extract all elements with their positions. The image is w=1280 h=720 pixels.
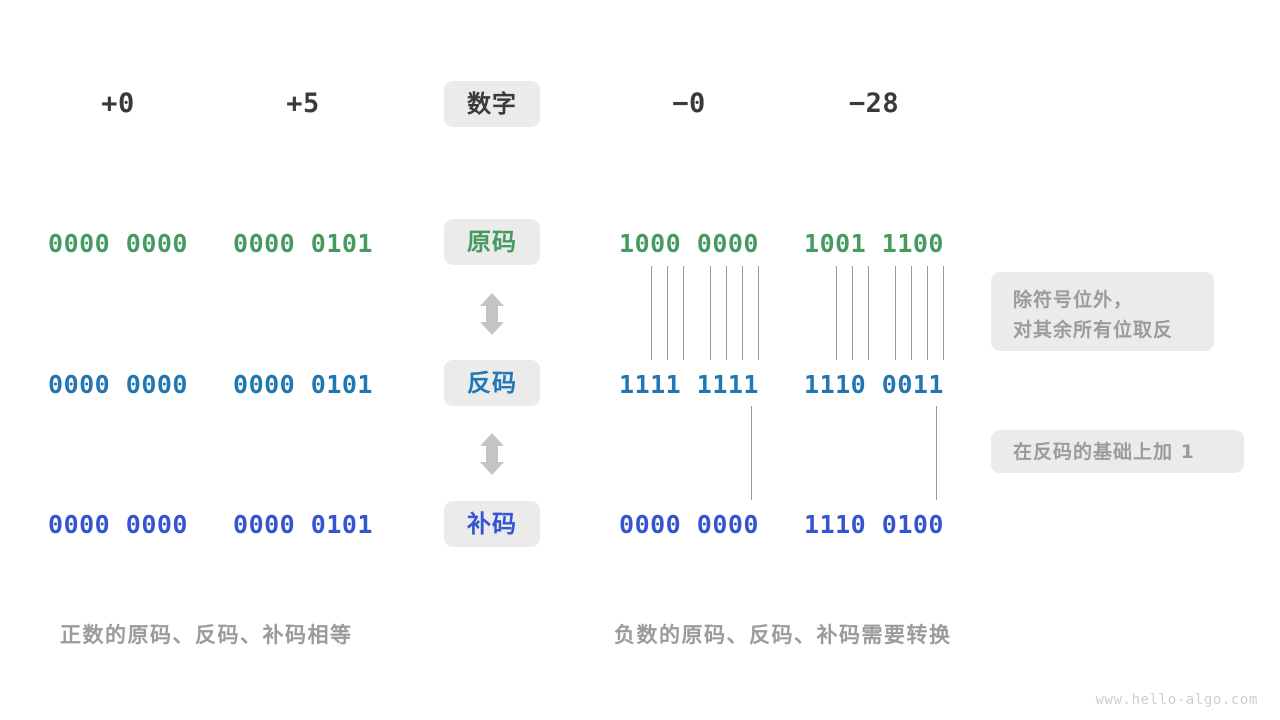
updown-arrow-icon bbox=[480, 293, 504, 335]
updown-arrow-fanma-buma bbox=[477, 431, 507, 477]
buma-value-plus-five: 0000 0101 bbox=[233, 510, 373, 539]
buma-value-minus-twentyeight: 1110 0100 bbox=[804, 510, 944, 539]
yuanma-value-minus-twentyeight: 1001 1100 bbox=[804, 229, 944, 258]
note-invert-bits: 除符号位外， 对其余所有位取反 bbox=[991, 272, 1214, 351]
header-number-minus-zero: −0 bbox=[672, 88, 706, 119]
connector-line-minus-28-bit7 bbox=[927, 266, 928, 360]
connector-line-minus-zero-bit2 bbox=[651, 266, 652, 360]
note-add-one-line1: 在反码的基础上加 1 bbox=[1013, 441, 1195, 463]
watermark: www.hello-algo.com bbox=[1095, 692, 1258, 708]
carry-line-minus-zero bbox=[751, 406, 752, 500]
header-number-plus-five: +5 bbox=[286, 88, 320, 119]
fanma-value-plus-five: 0000 0101 bbox=[233, 370, 373, 399]
buma-value-plus-zero: 0000 0000 bbox=[48, 510, 188, 539]
connector-line-minus-28-bit3 bbox=[852, 266, 853, 360]
header-number-minus-twentyeight: −28 bbox=[848, 88, 900, 119]
header-number-plus-zero: +0 bbox=[101, 88, 135, 119]
connector-line-minus-zero-bit7 bbox=[742, 266, 743, 360]
connector-line-minus-zero-bit4 bbox=[683, 266, 684, 360]
connector-line-minus-zero-bit6 bbox=[726, 266, 727, 360]
connector-line-minus-zero-bit5 bbox=[710, 266, 711, 360]
note-add-one: 在反码的基础上加 1 bbox=[991, 430, 1244, 473]
row-badge-fanma: 反码 bbox=[444, 360, 540, 406]
note-invert-bits-line2: 对其余所有位取反 bbox=[1013, 319, 1174, 341]
yuanma-value-plus-zero: 0000 0000 bbox=[48, 229, 188, 258]
yuanma-value-minus-zero: 1000 0000 bbox=[619, 229, 759, 258]
fanma-value-minus-zero: 1111 1111 bbox=[619, 370, 759, 399]
connector-line-minus-zero-bit8 bbox=[758, 266, 759, 360]
carry-line-minus-28 bbox=[936, 406, 937, 500]
connector-line-minus-28-bit6 bbox=[911, 266, 912, 360]
updown-arrow-icon bbox=[480, 433, 504, 475]
row-badge-buma: 补码 bbox=[444, 501, 540, 547]
buma-value-minus-zero: 0000 0000 bbox=[619, 510, 759, 539]
updown-arrow-yuanma-fanma bbox=[477, 291, 507, 337]
fanma-value-plus-zero: 0000 0000 bbox=[48, 370, 188, 399]
caption-positive: 正数的原码、反码、补码相等 bbox=[60, 623, 353, 647]
caption-negative: 负数的原码、反码、补码需要转换 bbox=[614, 623, 952, 647]
fanma-value-minus-twentyeight: 1110 0011 bbox=[804, 370, 944, 399]
header-badge-number: 数字 bbox=[444, 81, 540, 127]
connector-line-minus-28-bit2 bbox=[836, 266, 837, 360]
note-invert-bits-line1: 除符号位外， bbox=[1013, 289, 1134, 311]
connector-line-minus-28-bit5 bbox=[895, 266, 896, 360]
connector-line-minus-zero-bit3 bbox=[667, 266, 668, 360]
connector-line-minus-28-bit4 bbox=[868, 266, 869, 360]
row-badge-yuanma: 原码 bbox=[444, 219, 540, 265]
yuanma-value-plus-five: 0000 0101 bbox=[233, 229, 373, 258]
connector-line-minus-28-bit8 bbox=[943, 266, 944, 360]
